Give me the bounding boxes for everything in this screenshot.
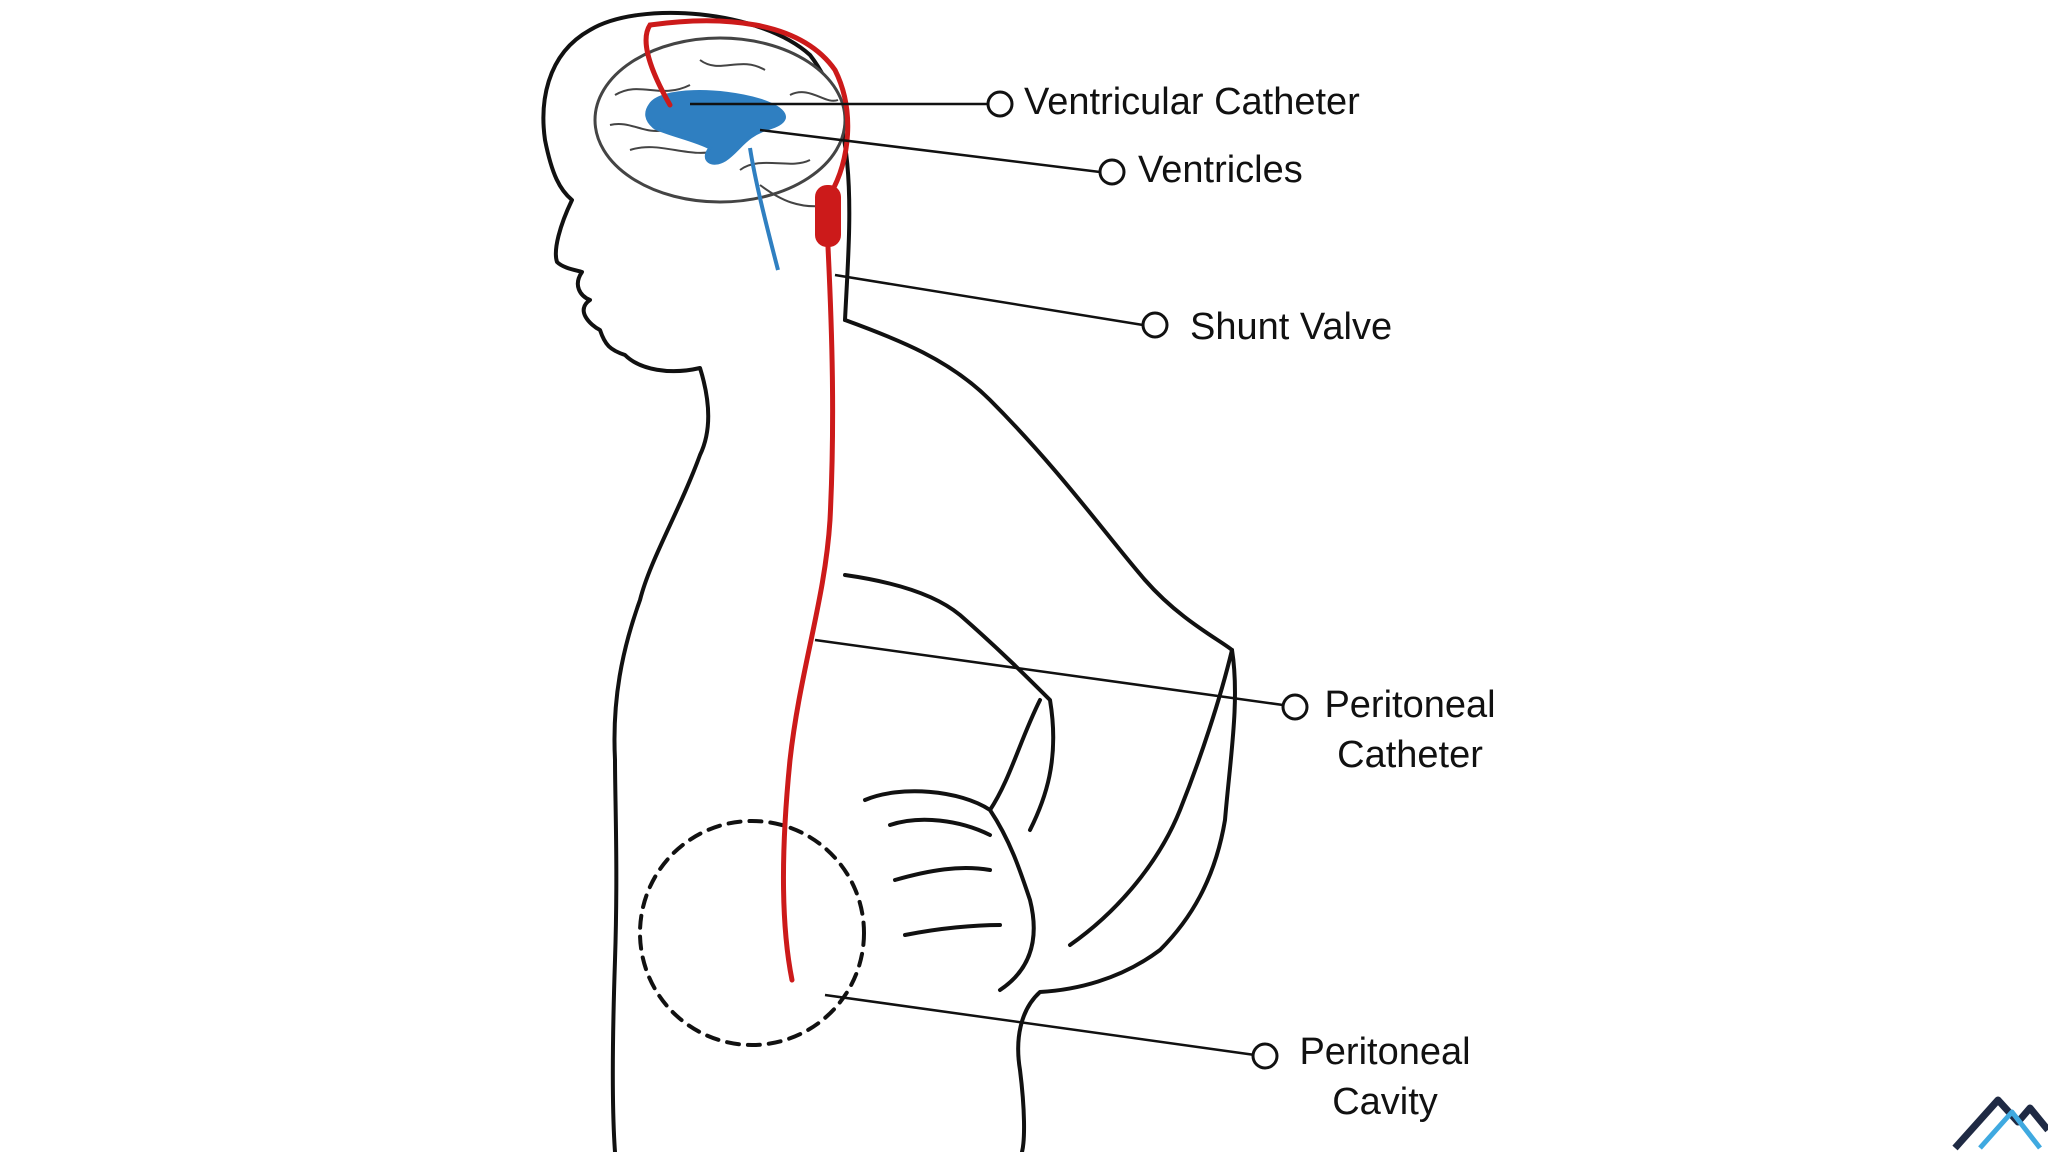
label-ventricular-catheter: Ventricular Catheter: [1024, 81, 1360, 123]
forearm-outline: [1068, 648, 1234, 947]
ventricle-stem: [748, 147, 780, 271]
marker-ventricular-catheter: [986, 90, 1014, 118]
label-peritoneal-catheter-line2: Catheter: [1337, 734, 1483, 776]
peritoneal-cavity-circle: [638, 819, 866, 1047]
arm-outline: [843, 573, 1056, 832]
label-peritoneal-cavity-line1: Peritoneal: [1299, 1031, 1471, 1073]
marker-ventricles: [1098, 158, 1126, 186]
leader-shunt-valve: [834, 273, 1144, 327]
body-outline: [541, 10, 852, 1152]
leader-ventricles: [759, 128, 1101, 174]
ventricular-catheter-line: [643, 18, 851, 198]
mountain-logo-icon: [1952, 1096, 2048, 1151]
label-ventricles: Ventricles: [1138, 149, 1303, 191]
shunt-valve-shape: [815, 185, 841, 247]
label-peritoneal-cavity: Peritoneal Cavity: [1285, 1027, 1485, 1127]
label-peritoneal-catheter-line1: Peritoneal: [1324, 684, 1496, 726]
hand-outline: [863, 698, 1042, 992]
label-peritoneal-catheter: Peritoneal Catheter: [1310, 680, 1510, 780]
marker-peritoneal-cavity: [1251, 1042, 1279, 1070]
label-peritoneal-cavity-line2: Cavity: [1332, 1081, 1438, 1123]
peritoneal-catheter-line: [780, 244, 836, 983]
marker-shunt-valve: [1141, 311, 1169, 339]
back-outline: [843, 318, 1237, 1152]
marker-peritoneal-catheter: [1281, 693, 1309, 721]
ventricles-shape: [645, 90, 786, 165]
label-shunt-valve: Shunt Valve: [1190, 306, 1393, 348]
leader-peritoneal-catheter: [814, 638, 1284, 707]
leader-peritoneal-cavity: [824, 993, 1256, 1057]
